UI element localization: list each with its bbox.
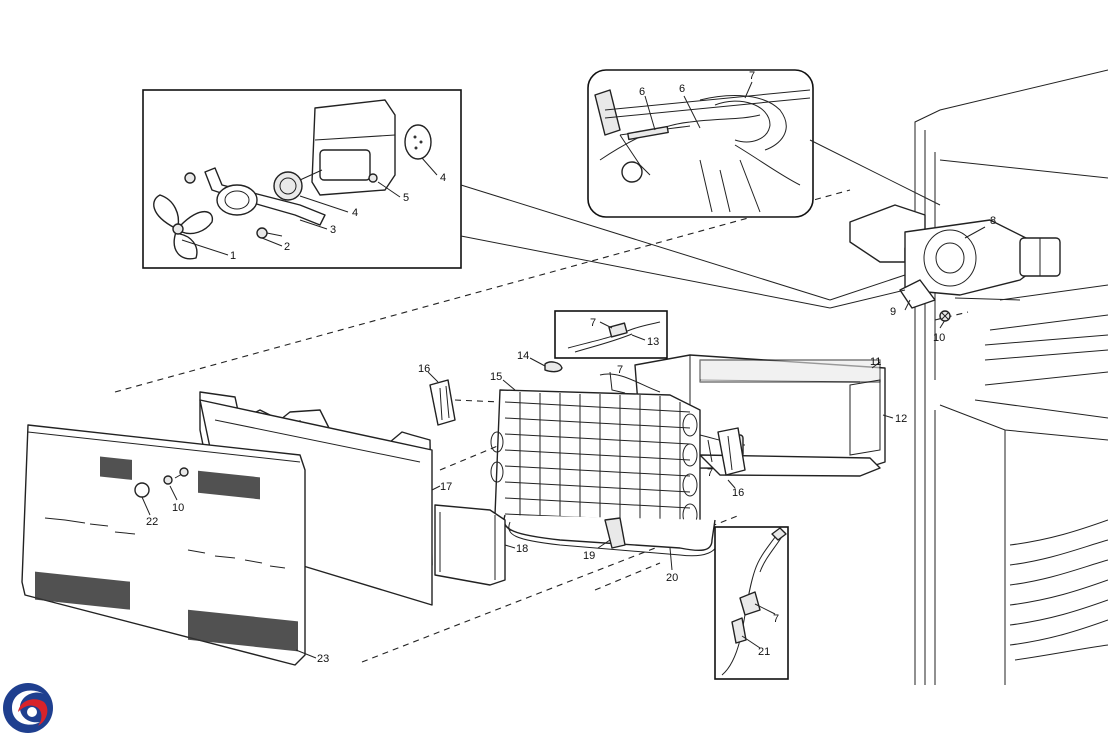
clip-16-right xyxy=(717,427,746,489)
callout-labels: 1 2 3 4 4 5 6 6 7 8 9 10 10 11 12 7 13 1… xyxy=(146,70,996,665)
callout-17: 17 xyxy=(440,481,452,493)
callout-4-grommet: 4 xyxy=(440,172,446,184)
callout-13: 13 xyxy=(647,336,659,348)
thermistor-14 xyxy=(529,357,563,373)
plug-22 xyxy=(134,482,150,498)
fan-blade xyxy=(153,194,214,260)
callout-7-coil: 7 xyxy=(617,364,623,376)
grille-slots-top-left xyxy=(100,456,132,480)
callout-12: 12 xyxy=(895,413,907,425)
heater-clip-19 xyxy=(597,517,626,549)
grille-slots-top-right xyxy=(198,470,260,500)
callout-10-left: 10 xyxy=(172,502,184,514)
motor-grommet-rear xyxy=(404,124,432,160)
fan-motor-inset xyxy=(142,89,462,269)
callout-7-clip: 7 xyxy=(707,467,713,479)
inset-box-wiring xyxy=(587,69,814,218)
callout-4-motor: 4 xyxy=(352,207,358,219)
callout-9: 9 xyxy=(890,306,896,318)
wire-harness-inset-21 xyxy=(714,526,789,680)
callout-19: 19 xyxy=(583,550,595,562)
screw-2 xyxy=(184,172,283,239)
callout-7-thermistor: 7 xyxy=(590,317,596,329)
callout-8: 8 xyxy=(990,215,996,227)
callout-15: 15 xyxy=(490,371,502,383)
evaporator-coil xyxy=(490,371,701,536)
callout-6-left: 6 xyxy=(639,86,645,98)
callout-5: 5 xyxy=(403,192,409,204)
callout-14: 14 xyxy=(517,350,529,362)
fan-bracket xyxy=(204,167,326,226)
grille-slots-bottom-right xyxy=(188,609,298,652)
fan-assembly-rear xyxy=(849,204,1061,329)
callout-21: 21 xyxy=(758,646,770,658)
grille-slots-bottom-left xyxy=(35,571,130,610)
callout-7-wiring: 7 xyxy=(749,70,755,82)
callout-16-right: 16 xyxy=(732,487,744,499)
thermistor-inset-13 xyxy=(554,310,668,359)
callout-16-left: 16 xyxy=(418,363,430,375)
callout-3: 3 xyxy=(330,224,336,236)
clip-16-left xyxy=(427,371,456,426)
callout-leaders-inset xyxy=(181,157,438,256)
fan-motor xyxy=(299,99,396,196)
callout-10-right: 10 xyxy=(933,332,945,344)
fan-grommet xyxy=(273,171,303,201)
refrigerator-cabinet xyxy=(914,69,1108,685)
callout-6-right: 6 xyxy=(679,83,685,95)
inset-connector xyxy=(460,184,906,309)
callout-18: 18 xyxy=(516,543,528,555)
shroud-18 xyxy=(434,504,516,586)
brand-swirl-logo xyxy=(3,683,53,733)
callout-23: 23 xyxy=(317,653,329,665)
front-cover-23 xyxy=(21,424,317,666)
callout-7-harness: 7 xyxy=(773,613,779,625)
callout-20: 20 xyxy=(666,572,678,584)
callout-1: 1 xyxy=(230,250,236,262)
wiring-inset xyxy=(587,69,941,218)
callout-22: 22 xyxy=(146,516,158,528)
callout-2: 2 xyxy=(284,241,290,253)
callout-11: 11 xyxy=(870,356,881,368)
